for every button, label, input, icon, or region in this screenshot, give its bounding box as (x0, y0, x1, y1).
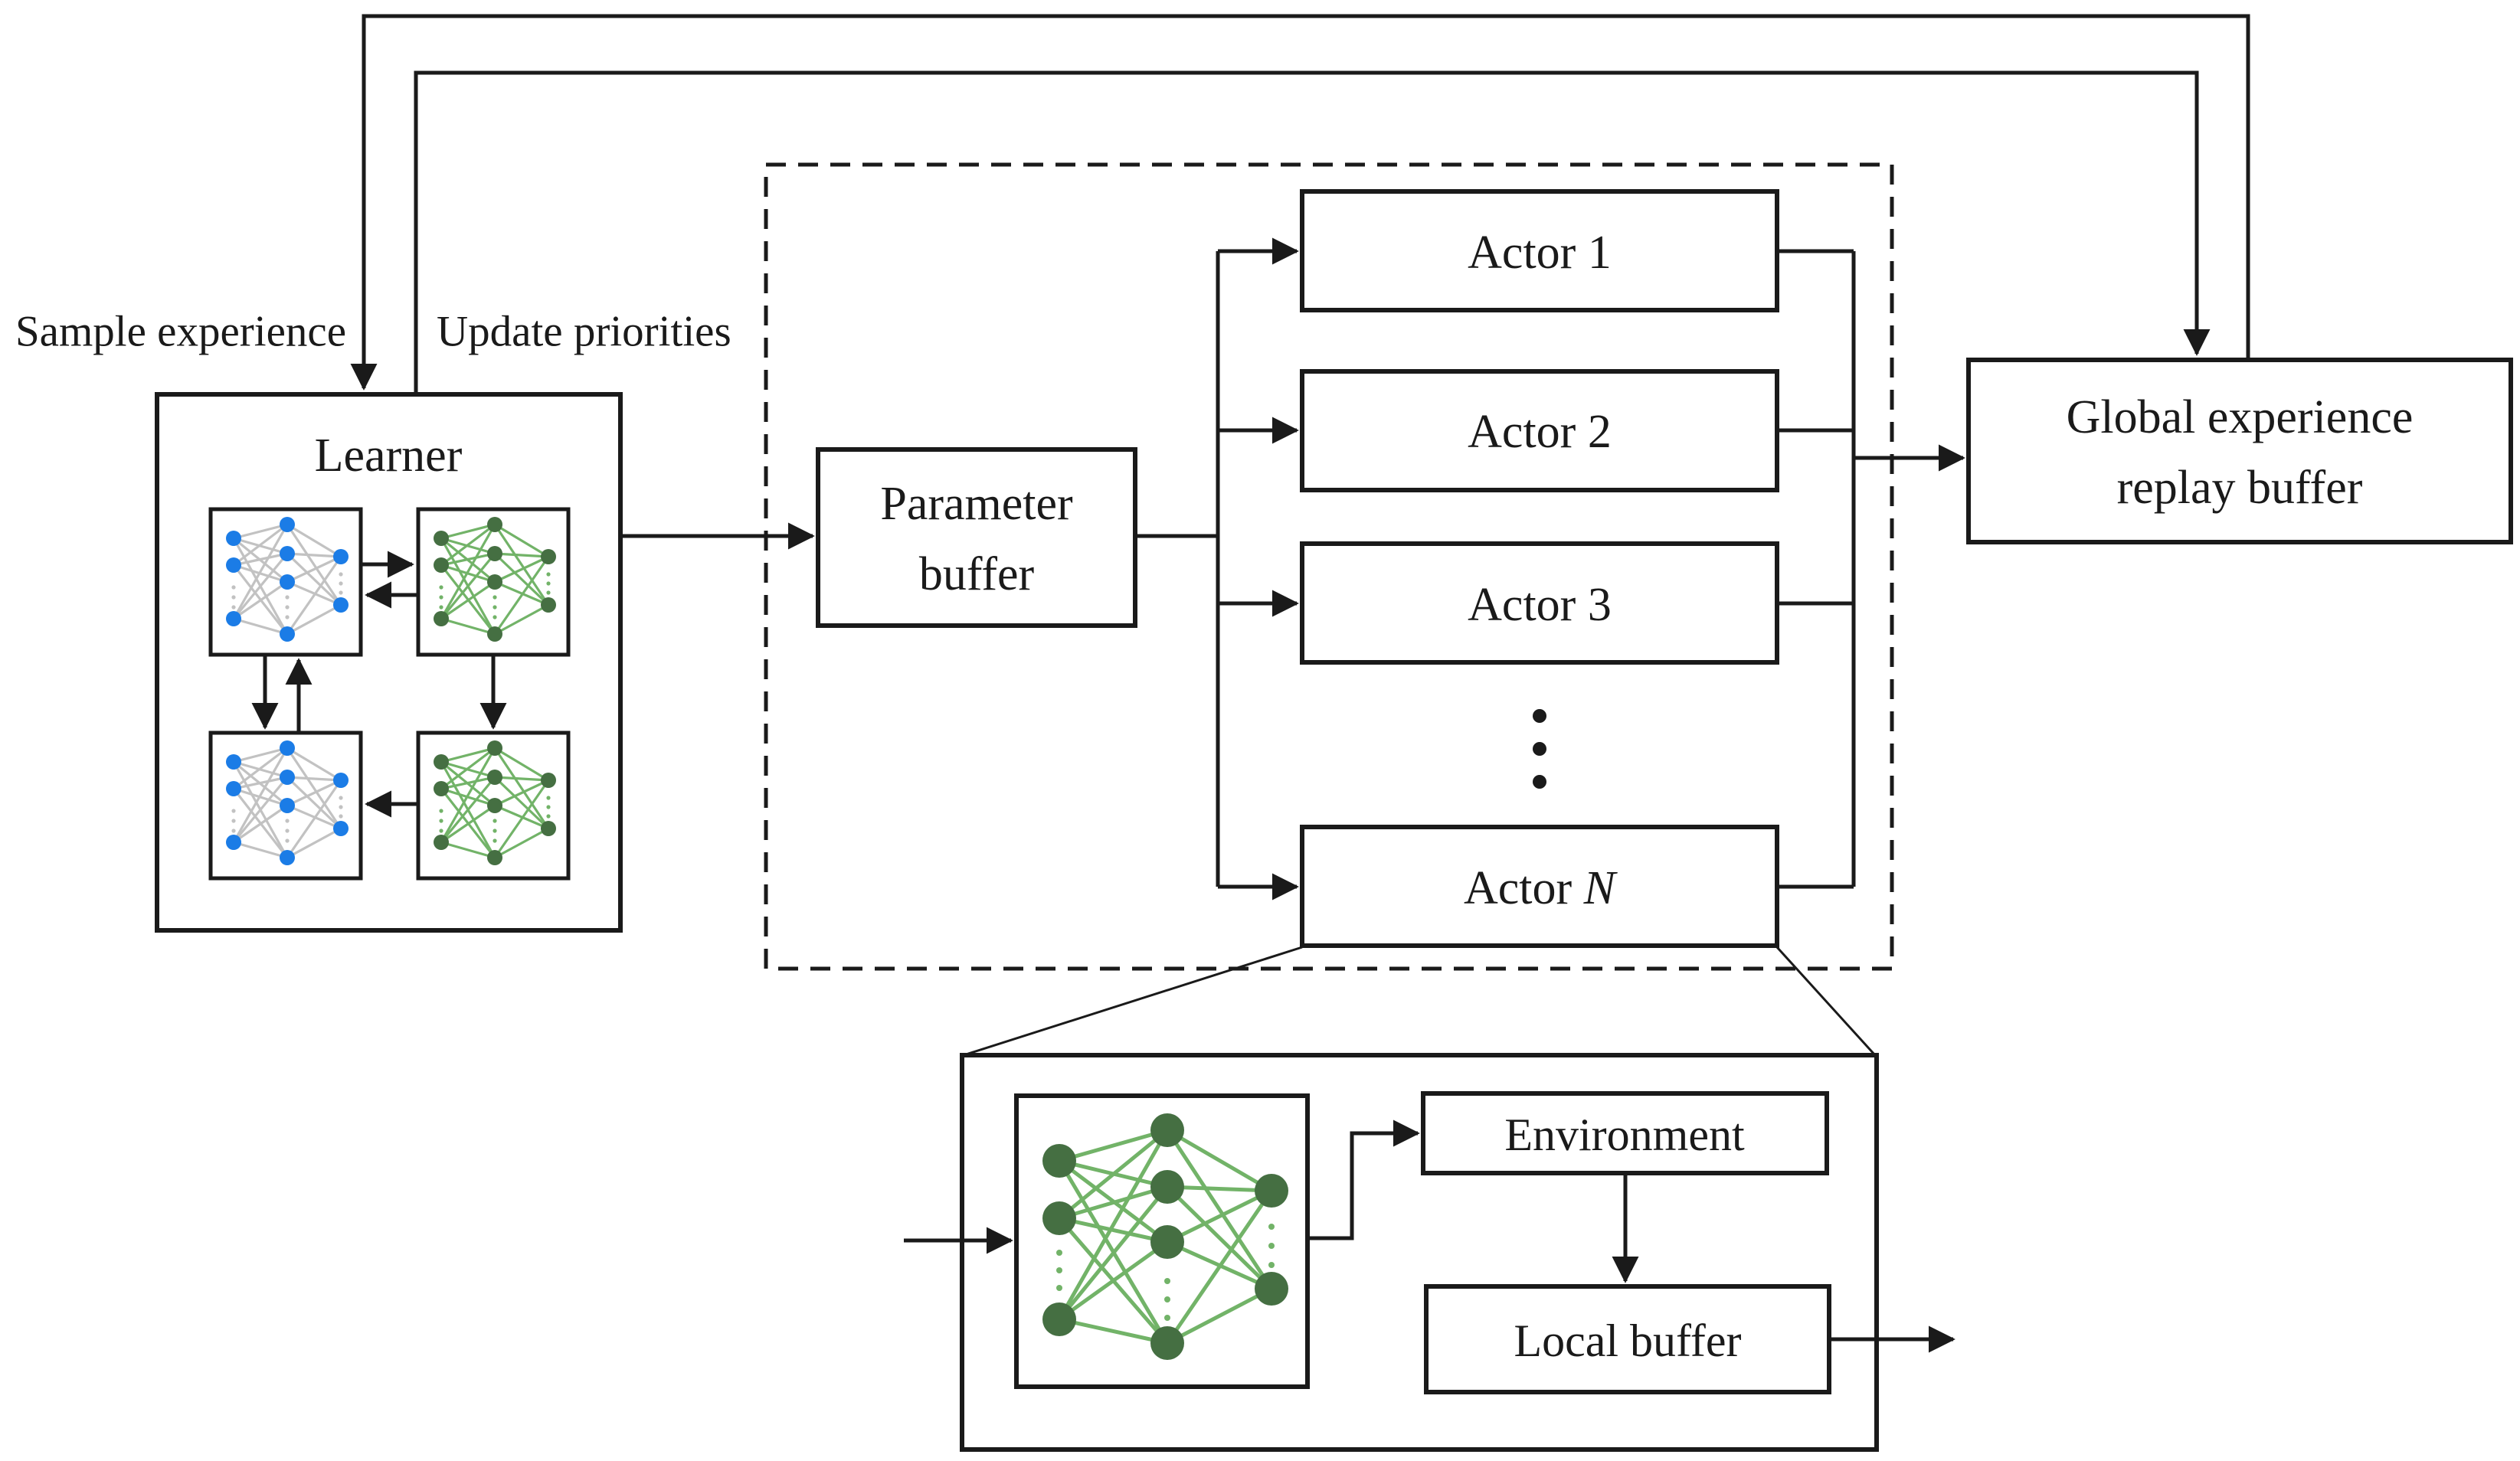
actor-2-label: Actor 2 (1468, 406, 1612, 458)
local-buffer-box: Local buffer (1424, 1284, 1831, 1394)
net-to-environment-wire (1307, 1119, 1420, 1240)
environment-box: Environment (1421, 1091, 1829, 1175)
update-priorities-label: Update priorities (437, 308, 731, 356)
global-replay-buffer-label-line1: Global experience (2067, 391, 2414, 443)
actor-n-box: Actor N (1300, 825, 1779, 948)
parameter-buffer-box: Parameter buffer (816, 447, 1137, 628)
actor-policy-network-icon (1042, 1113, 1288, 1360)
sample-experience-wire (350, 14, 2250, 391)
actor-1-label: Actor 1 (1468, 227, 1612, 279)
learner-network-green-bottom-icon (434, 740, 556, 865)
global-replay-buffer-label-line2: replay buffer (2117, 462, 2363, 514)
learner-internal-arrows (251, 551, 507, 818)
environment-label: Environment (1504, 1110, 1745, 1160)
parameter-fanout-wires (1135, 237, 1299, 900)
learner-box: Learner (155, 392, 623, 933)
learner-network-blue-top-icon (226, 517, 349, 642)
actor-3-label: Actor 3 (1468, 579, 1612, 631)
actor-3-box: Actor 3 (1300, 541, 1779, 665)
learner-label: Learner (315, 430, 463, 482)
actor-2-box: Actor 2 (1300, 369, 1779, 492)
local-buffer-label: Local buffer (1514, 1316, 1741, 1366)
actors-ellipsis-dots (1533, 709, 1546, 789)
actor-n-label: Actor N (1464, 862, 1618, 914)
learner-network-blue-bottom-icon (226, 740, 349, 865)
actors-output-wires (1777, 249, 1965, 889)
actor-1-box: Actor 1 (1300, 189, 1779, 312)
parameter-buffer-label-line2: buffer (919, 548, 1035, 600)
learner-network-green-top-icon (434, 517, 556, 642)
sample-experience-label: Sample experience (15, 308, 346, 356)
actor-detail-callout-lines (963, 946, 1877, 1057)
actors-group-dashed-box (764, 162, 1894, 971)
parameter-buffer-label-line1: Parameter (880, 478, 1073, 530)
global-replay-buffer-box: Global experience replay buffer (1966, 358, 2513, 544)
update-priorities-wire (414, 70, 2211, 393)
